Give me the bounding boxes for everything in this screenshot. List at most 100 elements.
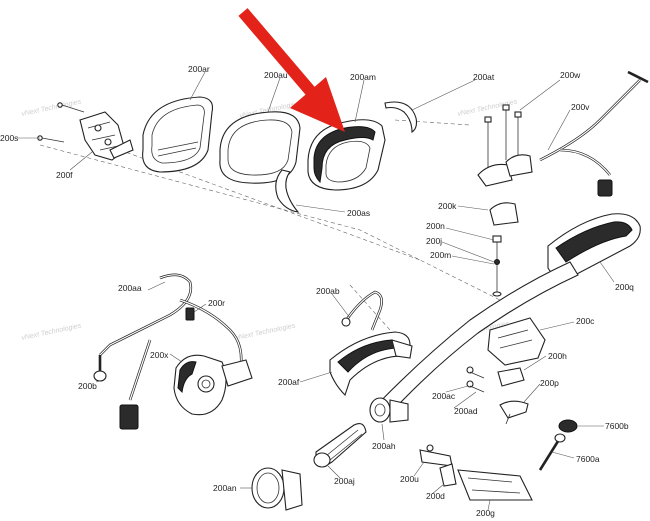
label-200af: 200af bbox=[278, 377, 300, 387]
leader-200w bbox=[519, 79, 561, 111]
leader-200ar bbox=[189, 71, 206, 101]
label-200ar: 200ar bbox=[188, 64, 210, 74]
label-200f: 200f bbox=[56, 170, 73, 180]
cable-200v bbox=[539, 70, 649, 197]
watermark: vNext Technologies bbox=[235, 322, 296, 342]
lever-200u bbox=[419, 444, 453, 467]
leader-200ac bbox=[445, 385, 469, 393]
assembly-line bbox=[119, 149, 421, 261]
label-200n: 200n bbox=[426, 221, 445, 231]
leader-200ab bbox=[331, 293, 351, 319]
leader-200au bbox=[267, 77, 281, 113]
leader-200b bbox=[95, 380, 101, 383]
bracket-200d bbox=[439, 463, 457, 487]
leader-200p bbox=[523, 383, 541, 403]
assembly-line bbox=[394, 119, 471, 126]
cover-200an bbox=[251, 467, 303, 511]
label-200s: 200s bbox=[0, 133, 18, 143]
assembly-line bbox=[349, 284, 391, 331]
leader-200j bbox=[441, 241, 495, 263]
label-7600a: 7600a bbox=[576, 454, 600, 464]
watermark: vNext Technologies bbox=[21, 322, 82, 342]
leader-200ah bbox=[381, 423, 385, 441]
red-arrow bbox=[238, 8, 345, 132]
throttle-200c bbox=[487, 317, 546, 366]
label-200m: 200m bbox=[430, 250, 451, 260]
leader-200x bbox=[169, 353, 183, 363]
leader-200aa bbox=[147, 281, 166, 291]
red-arrow-shaft bbox=[238, 8, 317, 97]
leader-200q bbox=[599, 261, 615, 283]
label-200c: 200c bbox=[576, 316, 595, 326]
label-200as: 200as bbox=[347, 208, 370, 218]
connector-200r bbox=[185, 307, 195, 321]
label-200v: 200v bbox=[571, 102, 590, 112]
cap-7600b bbox=[558, 419, 578, 433]
leader-200h bbox=[523, 355, 547, 371]
label-200q: 200q bbox=[615, 282, 634, 292]
display-housing-200ar bbox=[142, 96, 214, 173]
handlebar-tube bbox=[371, 261, 579, 421]
label-200au: 200au bbox=[264, 70, 288, 80]
leader-200af bbox=[299, 371, 333, 383]
label-200ab: 200ab bbox=[316, 286, 340, 296]
clip-200at bbox=[384, 101, 418, 134]
grip-200aj bbox=[313, 423, 367, 468]
assembly-line bbox=[39, 144, 501, 301]
bolts-200ac bbox=[466, 366, 485, 393]
switch-housing-200x bbox=[173, 354, 253, 416]
label-200aj: 200aj bbox=[334, 476, 355, 486]
leader-200m bbox=[451, 255, 495, 265]
leader-200am bbox=[354, 79, 365, 123]
leader-200d bbox=[431, 483, 445, 495]
block-200h bbox=[497, 367, 525, 387]
leader-200aj bbox=[327, 465, 341, 479]
label-200b: 200b bbox=[78, 381, 97, 391]
harness-200aa bbox=[93, 273, 243, 430]
label-200ah: 200ah bbox=[372, 441, 396, 451]
leader-200at bbox=[411, 79, 476, 111]
label-200at: 200at bbox=[473, 72, 495, 82]
label-200w: 200w bbox=[560, 70, 581, 80]
leader-200n bbox=[445, 227, 495, 241]
bracket-200f bbox=[79, 111, 134, 161]
label-200d: 200d bbox=[426, 491, 445, 501]
bracket-200p bbox=[499, 400, 529, 425]
label-200aa: 200aa bbox=[118, 283, 142, 293]
label-200an: 200an bbox=[213, 483, 237, 493]
leader-200f bbox=[69, 151, 93, 171]
label-200x: 200x bbox=[150, 350, 169, 360]
leader-7600a bbox=[551, 451, 575, 459]
clip-200as bbox=[275, 169, 300, 213]
label-200h: 200h bbox=[548, 351, 567, 361]
leader-200c bbox=[539, 321, 575, 331]
bezel-200am bbox=[307, 119, 386, 191]
screws-200w bbox=[484, 104, 522, 170]
label-200am: 200am bbox=[350, 72, 376, 82]
label-200u: 200u bbox=[400, 474, 419, 484]
label-200ad: 200ad bbox=[454, 406, 478, 416]
leader-200g bbox=[487, 499, 491, 511]
cable-200ab bbox=[341, 290, 383, 331]
lever-housing-200af bbox=[329, 331, 413, 397]
bolt-200n bbox=[492, 235, 502, 297]
label-200p: 200p bbox=[540, 378, 559, 388]
leader-200u bbox=[413, 461, 425, 477]
collar-200ah bbox=[369, 397, 409, 423]
label-200k: 200k bbox=[438, 201, 457, 211]
label-7600b: 7600b bbox=[605, 421, 629, 431]
handle-200q bbox=[547, 213, 641, 278]
leader-200k bbox=[457, 205, 489, 211]
housing-200g bbox=[457, 469, 533, 501]
label-200r: 200r bbox=[208, 298, 225, 308]
label-200g: 200g bbox=[476, 508, 495, 518]
label-200ac: 200ac bbox=[432, 391, 456, 401]
clamp-200k bbox=[477, 154, 533, 226]
sensor-7600a bbox=[538, 433, 566, 471]
leader-200as bbox=[295, 204, 346, 213]
leader-200v bbox=[547, 109, 571, 151]
leader-200ad bbox=[453, 391, 477, 409]
red-arrow-head bbox=[290, 77, 345, 132]
leader-200r bbox=[193, 303, 207, 313]
